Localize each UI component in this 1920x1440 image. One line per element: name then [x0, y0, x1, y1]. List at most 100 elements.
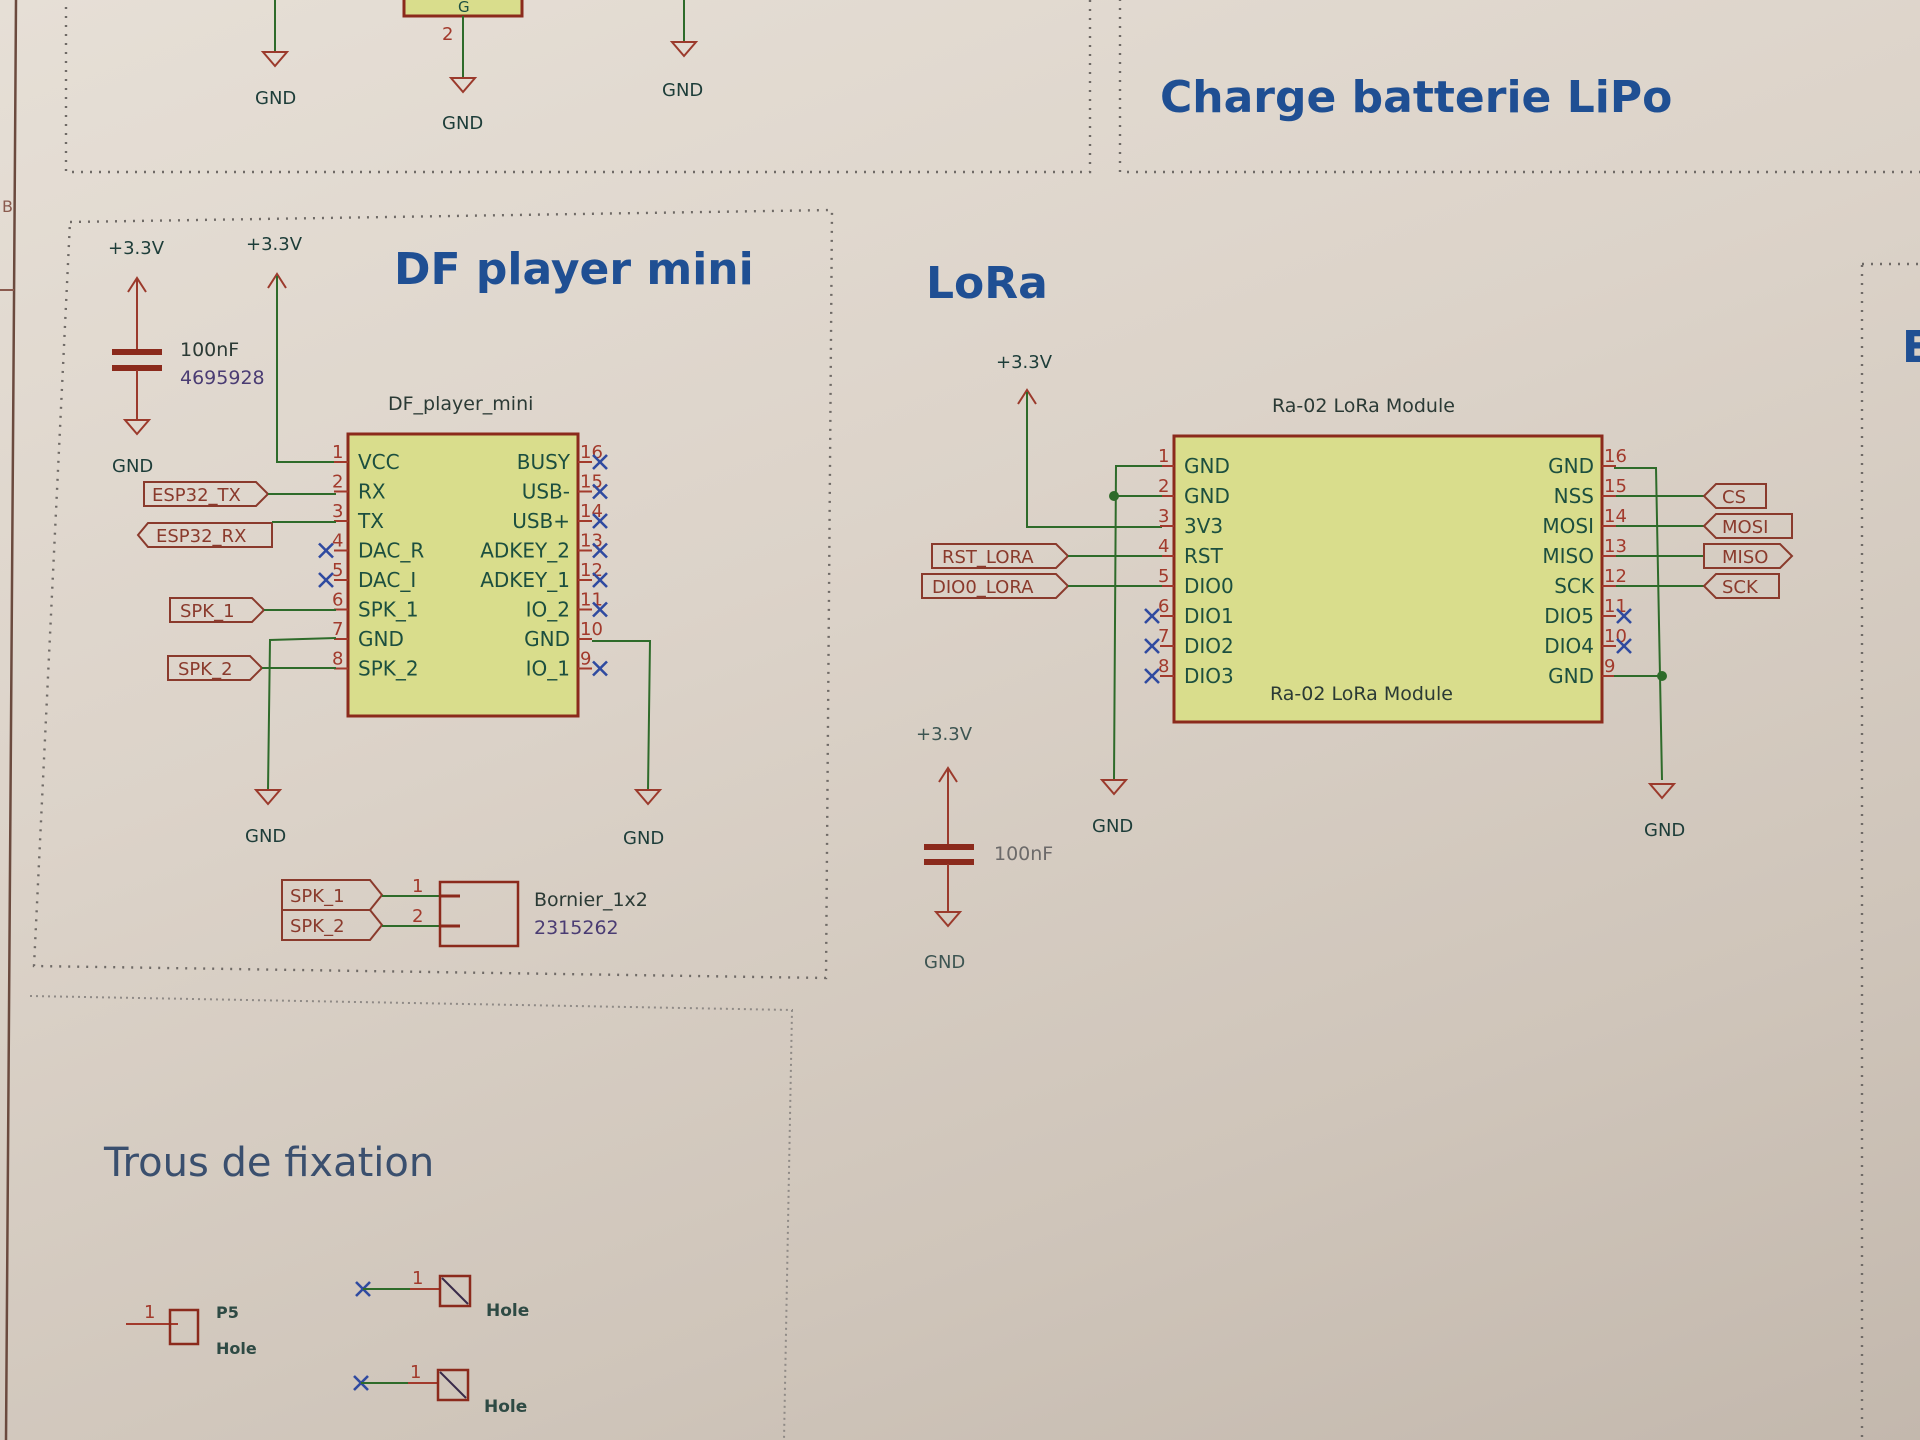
svg-text:4: 4 — [332, 531, 343, 552]
svg-text:15: 15 — [1604, 476, 1627, 497]
holes-frame — [29, 995, 794, 1440]
svg-text:DIO3: DIO3 — [1184, 664, 1234, 688]
mounting-hole[interactable]: 1 Hole — [355, 1268, 529, 1321]
svg-text:16: 16 — [1604, 446, 1627, 467]
svg-text:2: 2 — [332, 472, 343, 493]
svg-text:7: 7 — [1158, 626, 1169, 647]
svg-text:2: 2 — [412, 906, 423, 927]
svg-text:GND: GND — [1548, 454, 1594, 478]
pin-right-gnd[interactable]: 10 GND — [524, 619, 603, 651]
no-connect-icon — [1144, 638, 1160, 654]
net-label-esp32-rx[interactable]: ESP32_RX — [136, 522, 273, 548]
gnd-symbol: GND — [442, 77, 483, 134]
net-label-spk1[interactable]: SPK_1 — [169, 597, 266, 623]
right-block: E — [1860, 262, 1920, 1440]
svg-text:3V3: 3V3 — [1184, 514, 1223, 538]
svg-text:7: 7 — [332, 619, 343, 640]
svg-text:13: 13 — [1604, 536, 1627, 557]
no-connect-icon — [592, 601, 608, 618]
pin-left-rx[interactable]: 2 RX — [332, 472, 386, 504]
svg-text:IO_1: IO_1 — [526, 657, 570, 681]
svg-text:100nF: 100nF — [994, 843, 1053, 865]
pin-right-io-1[interactable]: 9IO_1 — [526, 649, 608, 681]
svg-text:10: 10 — [580, 619, 603, 640]
svg-text:GND: GND — [1184, 484, 1230, 508]
svg-text:USB-: USB- — [522, 480, 570, 504]
junction-dot — [1657, 671, 1667, 681]
top-left-frame — [64, 0, 1092, 174]
svg-text:1: 1 — [144, 1302, 155, 1323]
net-label-mosi[interactable]: MOSI — [1702, 513, 1793, 539]
svg-text:USB+: USB+ — [512, 509, 570, 533]
svg-text:6: 6 — [332, 590, 343, 611]
svg-text:GND: GND — [358, 627, 404, 651]
svg-text:4: 4 — [1158, 536, 1169, 557]
no-connect-icon — [1144, 608, 1160, 624]
dfplayer-ic[interactable] — [346, 432, 580, 718]
bornier-connector[interactable]: SPK_1 SPK_2 1 2 Bornier_1x2 2315262 — [281, 876, 648, 948]
pin-right-gnd[interactable]: 16 GND — [1548, 446, 1627, 478]
mounting-holes-block: Trous de fixation 1 P5 Hole 1 Hole 1 Hol… — [29, 995, 794, 1440]
svg-text:DIO0: DIO0 — [1184, 574, 1234, 598]
mounting-hole[interactable]: 1 Hole — [353, 1362, 527, 1417]
lora-module-title: Ra-02 LoRa Module — [1272, 395, 1455, 417]
net-label-esp32-tx[interactable]: ESP32_TX — [143, 481, 270, 507]
svg-text:RST: RST — [1184, 544, 1224, 568]
svg-text:DIO1: DIO1 — [1184, 604, 1234, 628]
svg-text:VCC: VCC — [358, 450, 400, 474]
charge-block: Charge batterie LiPo — [1118, 0, 1920, 174]
pin-left-rst[interactable]: 4 RST — [1158, 536, 1224, 568]
lora-decoupling-cap[interactable]: +3.3V GND 100nF — [916, 724, 1053, 973]
dfplayer-decoupling-cap[interactable]: +3.3V GND 100nF 4695928 — [108, 238, 265, 477]
svg-text:14: 14 — [1604, 506, 1627, 527]
no-connect-icon — [592, 454, 608, 470]
charge-title: Charge batterie LiPo — [1160, 72, 1672, 123]
svg-text:GND: GND — [524, 627, 570, 651]
svg-text:GND: GND — [1184, 454, 1230, 478]
no-connect-icon — [592, 572, 608, 588]
net-label-rst-lora[interactable]: RST_LORA — [931, 543, 1070, 569]
gnd-symbol: GND — [255, 51, 296, 109]
net-label-sck[interactable]: SCK — [1702, 573, 1780, 599]
lora-module-ic[interactable] — [1172, 434, 1604, 724]
svg-text:GND: GND — [442, 113, 483, 134]
net-label-dio0-lora[interactable]: DIO0_LORA — [921, 573, 1070, 599]
svg-text:ADKEY_1: ADKEY_1 — [480, 568, 570, 592]
pin-left-gnd[interactable]: 7 GND — [332, 619, 404, 651]
dfplayer-title: DF player mini — [394, 244, 754, 295]
net-label-miso[interactable]: MISO — [1703, 543, 1794, 569]
mounting-hole[interactable]: 1 P5 Hole — [126, 1302, 257, 1358]
net-label-cs[interactable]: CS — [1702, 483, 1767, 509]
svg-text:RX: RX — [358, 480, 386, 504]
net-label-spk2[interactable]: SPK_2 — [167, 655, 264, 681]
svg-text:TX: TX — [357, 509, 384, 533]
svg-text:SPK_1: SPK_1 — [180, 601, 235, 622]
svg-text:GND: GND — [1548, 664, 1594, 688]
